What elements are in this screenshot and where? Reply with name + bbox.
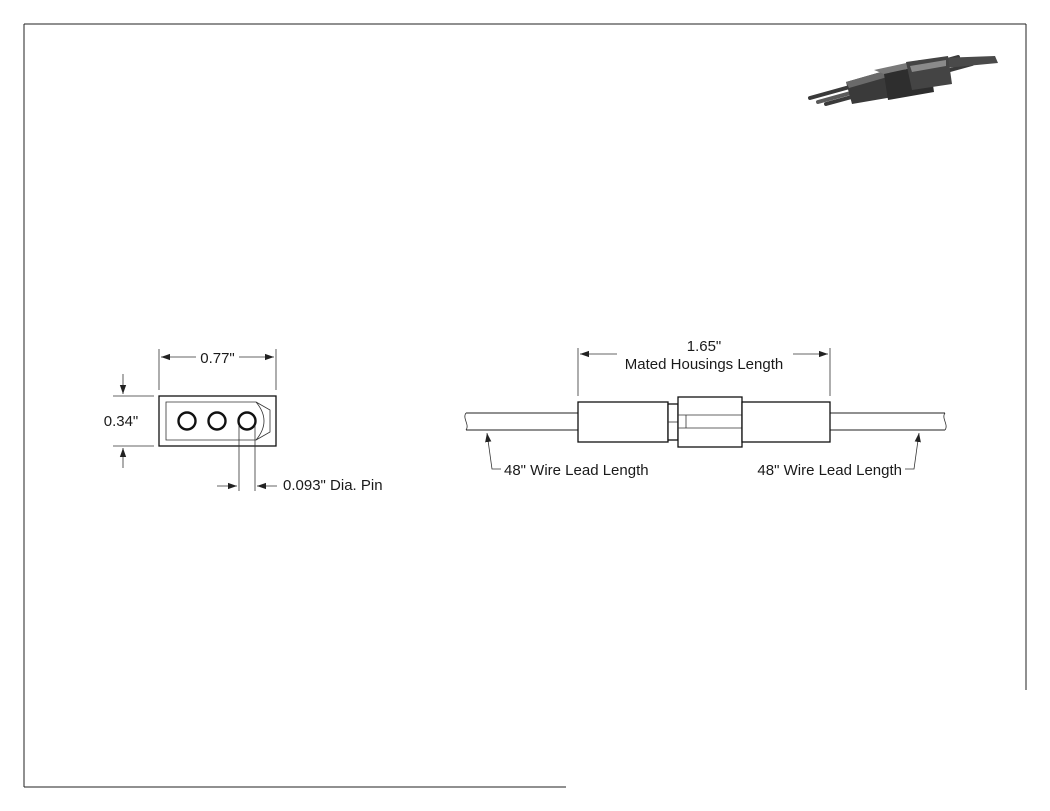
pin-3 bbox=[237, 411, 257, 431]
right-wire-break bbox=[943, 412, 947, 431]
housing-length-dimension: 1.65" Mated Housings Length bbox=[577, 338, 831, 396]
left-lead-label: 48" Wire Lead Length bbox=[504, 462, 649, 479]
height-dim-label: 0.34" bbox=[104, 413, 139, 430]
end-view bbox=[158, 395, 277, 447]
housing-dim-label: Mated Housings Length bbox=[625, 356, 783, 373]
right-lead-label: 48" Wire Lead Length bbox=[757, 462, 902, 479]
side-view bbox=[464, 396, 947, 448]
left-lead-leader: 48" Wire Lead Length bbox=[485, 432, 649, 479]
housing-dim-value: 1.65" bbox=[687, 338, 722, 355]
pin-dim-label: 0.093" Dia. Pin bbox=[283, 477, 383, 494]
width-dim-label: 0.77" bbox=[200, 350, 235, 367]
left-housing bbox=[577, 401, 669, 443]
mating-housing bbox=[677, 396, 743, 448]
right-housing bbox=[741, 401, 831, 443]
height-dimension: 0.34" bbox=[104, 374, 154, 468]
pin-1 bbox=[177, 411, 197, 431]
width-dimension: 0.77" bbox=[158, 349, 277, 390]
left-wire-break bbox=[464, 412, 468, 431]
connector-iso-thumbnail bbox=[808, 55, 998, 106]
pin-2 bbox=[207, 411, 227, 431]
pin-diameter-dimension: 0.093" Dia. Pin bbox=[217, 426, 383, 494]
sheet-border bbox=[23, 23, 1027, 788]
right-lead-leader: 48" Wire Lead Length bbox=[757, 432, 921, 479]
housing-latch bbox=[255, 401, 271, 441]
